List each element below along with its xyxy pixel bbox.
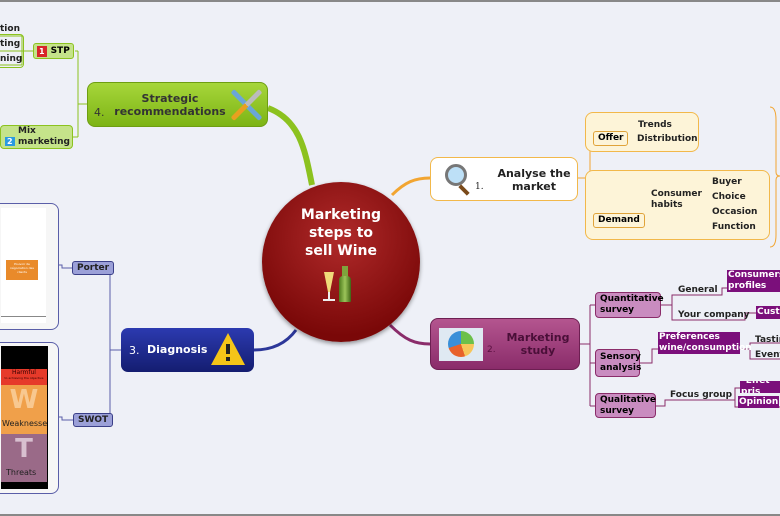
wine-bottle-glass-icon	[262, 266, 420, 306]
priority-2-badge: 2	[5, 137, 15, 146]
study-label: Marketing study	[506, 331, 570, 357]
your-company-item[interactable]: Your company	[678, 310, 750, 320]
demand-node[interactable]: Demand	[593, 213, 645, 228]
qualitative-survey-node[interactable]: Qualitative survey	[595, 393, 656, 418]
distribution-item[interactable]: Distribution	[637, 134, 698, 144]
porter-image-frame: Pouvoir de négociation des clients	[0, 203, 59, 330]
occasion-item[interactable]: Occasion	[712, 207, 758, 217]
focus-group-item[interactable]: Focus group	[670, 390, 733, 400]
demand-group	[585, 170, 770, 240]
opinion-item[interactable]: Opinion	[738, 396, 780, 408]
bottom-border	[0, 514, 780, 516]
targeting-item[interactable]: ting	[0, 39, 21, 49]
diagnosis-label: Diagnosis	[147, 343, 208, 356]
analyse-label: Analyse the market	[497, 167, 571, 193]
swot-harmful: Harmful	[12, 369, 36, 376]
swot-image-frame: Harmful to achieving the objective W Wea…	[0, 342, 59, 494]
pie-chart-icon	[439, 328, 483, 361]
central-topic[interactable]: Marketing steps to sell Wine	[262, 182, 420, 342]
marketing-study-node[interactable]: 2. Marketing study	[430, 318, 580, 370]
analyse-market-node[interactable]: 1. Analyse the market	[430, 157, 578, 201]
strategic-node[interactable]: 4. Strategic recommendations	[87, 82, 268, 127]
general-item[interactable]: General	[678, 285, 718, 295]
swot-image: Harmful to achieving the objective W Wea…	[1, 346, 48, 489]
diagnosis-node[interactable]: 3. Diagnosis	[121, 328, 254, 372]
swot-weaknesses: Weaknesses	[2, 419, 47, 428]
stp-node[interactable]: 1 STP	[33, 43, 74, 59]
study-number: 2.	[487, 345, 496, 355]
quantitative-survey-node[interactable]: Quantitative survey	[595, 292, 664, 318]
swot-t: T	[15, 434, 33, 464]
positioning-item[interactable]: ning	[0, 54, 23, 64]
swot-harmful-sub: to achieving the objective	[4, 376, 44, 380]
segmentation-item[interactable]: tion	[0, 24, 20, 34]
stp-children-frame	[0, 34, 24, 68]
choice-item[interactable]: Choice	[712, 192, 746, 202]
stp-label: STP	[50, 45, 70, 56]
priority-1-badge: 1	[37, 45, 47, 57]
mix-marketing-node[interactable]: 2 Mix marketing	[0, 125, 73, 149]
porter-node[interactable]: Porter	[72, 261, 115, 275]
swot-node[interactable]: SWOT	[73, 413, 114, 427]
strategic-label: Strategic recommendations	[114, 92, 226, 118]
analyse-number: 1.	[475, 182, 484, 192]
consumer-habits-item[interactable]: Consumer habits	[651, 189, 702, 210]
tasting-item[interactable]: Tastin	[755, 335, 780, 345]
strategic-number: 4.	[94, 106, 105, 119]
top-border	[0, 0, 780, 2]
function-item[interactable]: Function	[712, 222, 756, 232]
tools-icon	[228, 87, 264, 123]
buyer-item[interactable]: Buyer	[712, 177, 742, 187]
effet-prison-item[interactable]: "Effet pris	[740, 381, 780, 393]
magnifier-icon	[445, 164, 467, 186]
porter-orange-box: Pouvoir de négociation des clients	[6, 260, 38, 280]
diagnosis-number: 3.	[129, 344, 140, 357]
trends-item[interactable]: Trends	[638, 120, 672, 130]
offer-node[interactable]: Offer	[593, 131, 629, 146]
magnifier-handle	[458, 184, 470, 196]
events-item[interactable]: Event	[755, 350, 780, 360]
custo-item[interactable]: Custo	[756, 306, 780, 319]
swot-w: W	[9, 385, 39, 415]
swot-threats: Threats	[6, 468, 37, 477]
preferences-item[interactable]: Preferences wine/consumption	[658, 332, 752, 354]
mix-marketing-label: Mix marketing	[18, 126, 70, 147]
central-title: Marketing steps to sell Wine	[300, 207, 382, 259]
consumers-profiles-item[interactable]: Consumers profiles	[727, 270, 780, 292]
porter-image: Pouvoir de négociation des clients	[1, 208, 46, 323]
sensory-analysis-node[interactable]: Sensory analysis	[595, 349, 641, 377]
